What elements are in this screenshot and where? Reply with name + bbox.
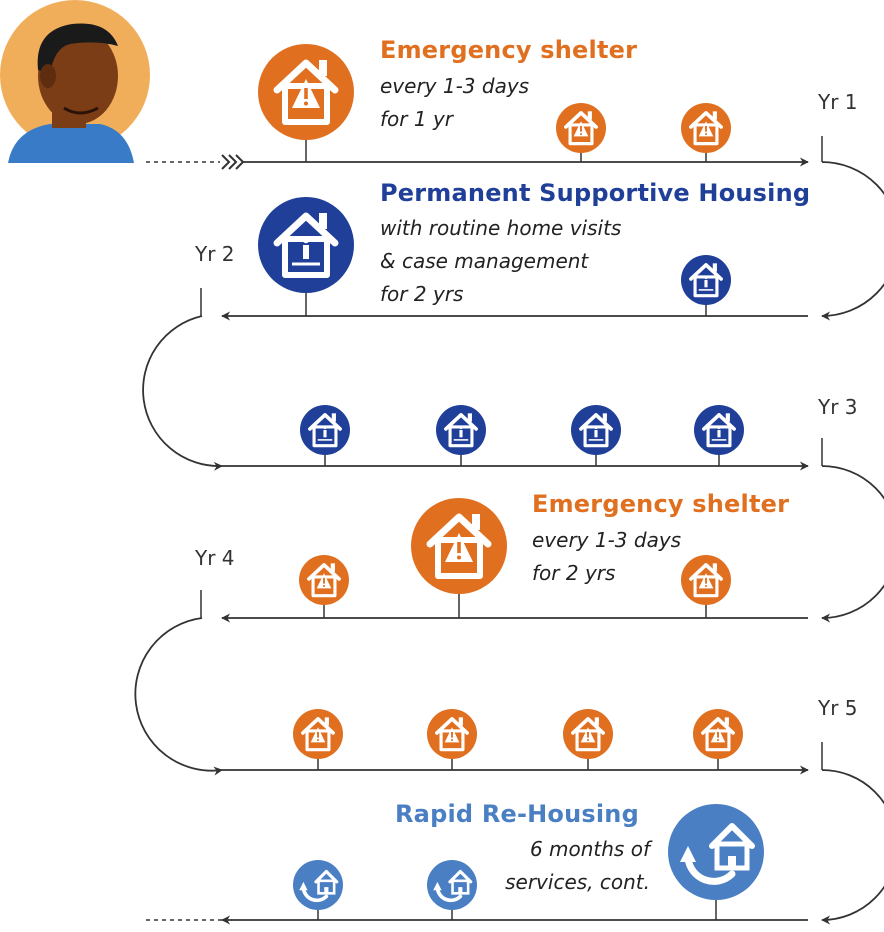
house-warning-icon xyxy=(299,555,349,618)
house-warning-icon xyxy=(293,709,343,770)
program-1-line-1: every 1-3 days xyxy=(380,74,530,98)
year-1-label: Yr 1 xyxy=(818,90,858,114)
timeline-curve-left-1 xyxy=(142,315,223,471)
program-4-line-1: 6 months of xyxy=(529,837,650,861)
avatar-ear xyxy=(40,64,56,88)
year-5-label: Yr 5 xyxy=(818,696,858,720)
program-3-line-2: for 2 yrs xyxy=(532,561,616,585)
house-warning-icon xyxy=(258,44,354,162)
timeline-curve-right-2 xyxy=(821,465,884,623)
house-person-icon xyxy=(436,405,486,466)
program-2-line-2: & case management xyxy=(380,249,589,273)
house-person-icon xyxy=(571,405,621,466)
house-person-icon xyxy=(300,405,350,466)
house-cycle-icon xyxy=(293,860,343,920)
house-warning-icon xyxy=(556,103,606,162)
program-3-line-1: every 1-3 days xyxy=(532,528,682,552)
program-2-title: Permanent Supportive Housing xyxy=(380,179,811,207)
person-avatar xyxy=(0,0,150,163)
program-3-title: Emergency shelter xyxy=(532,490,790,518)
avatar-shirt xyxy=(8,124,134,163)
house-warning-icon xyxy=(411,498,507,618)
house-cycle-icon xyxy=(427,860,477,920)
avatar-hair xyxy=(37,23,118,74)
timeline-curve-left-2 xyxy=(134,617,223,776)
timeline-curve-right-1 xyxy=(821,161,884,321)
timeline-curve-right-3 xyxy=(821,769,884,925)
house-warning-icon xyxy=(693,709,743,770)
house-warning-icon xyxy=(681,103,731,162)
house-warning-icon xyxy=(563,709,613,770)
program-4-line-2: services, cont. xyxy=(505,870,650,894)
avatar-smile xyxy=(63,106,99,115)
house-person-icon xyxy=(681,255,731,316)
year-4-label: Yr 4 xyxy=(195,546,235,570)
year-3-label: Yr 3 xyxy=(818,395,858,419)
program-2-line-1: with routine home visits xyxy=(380,216,622,240)
program-4-title: Rapid Re-Housing xyxy=(395,800,639,828)
house-warning-icon xyxy=(427,709,477,770)
house-person-icon xyxy=(258,197,354,316)
house-cycle-icon xyxy=(668,804,764,920)
program-1-line-2: for 1 yr xyxy=(380,107,453,131)
house-warning-icon xyxy=(681,555,731,618)
house-person-icon xyxy=(694,405,744,466)
chevrons-icon xyxy=(221,154,245,170)
program-2-line-3: for 2 yrs xyxy=(380,282,464,306)
program-1-title: Emergency shelter xyxy=(380,36,638,64)
year-2-label: Yr 2 xyxy=(195,242,235,266)
